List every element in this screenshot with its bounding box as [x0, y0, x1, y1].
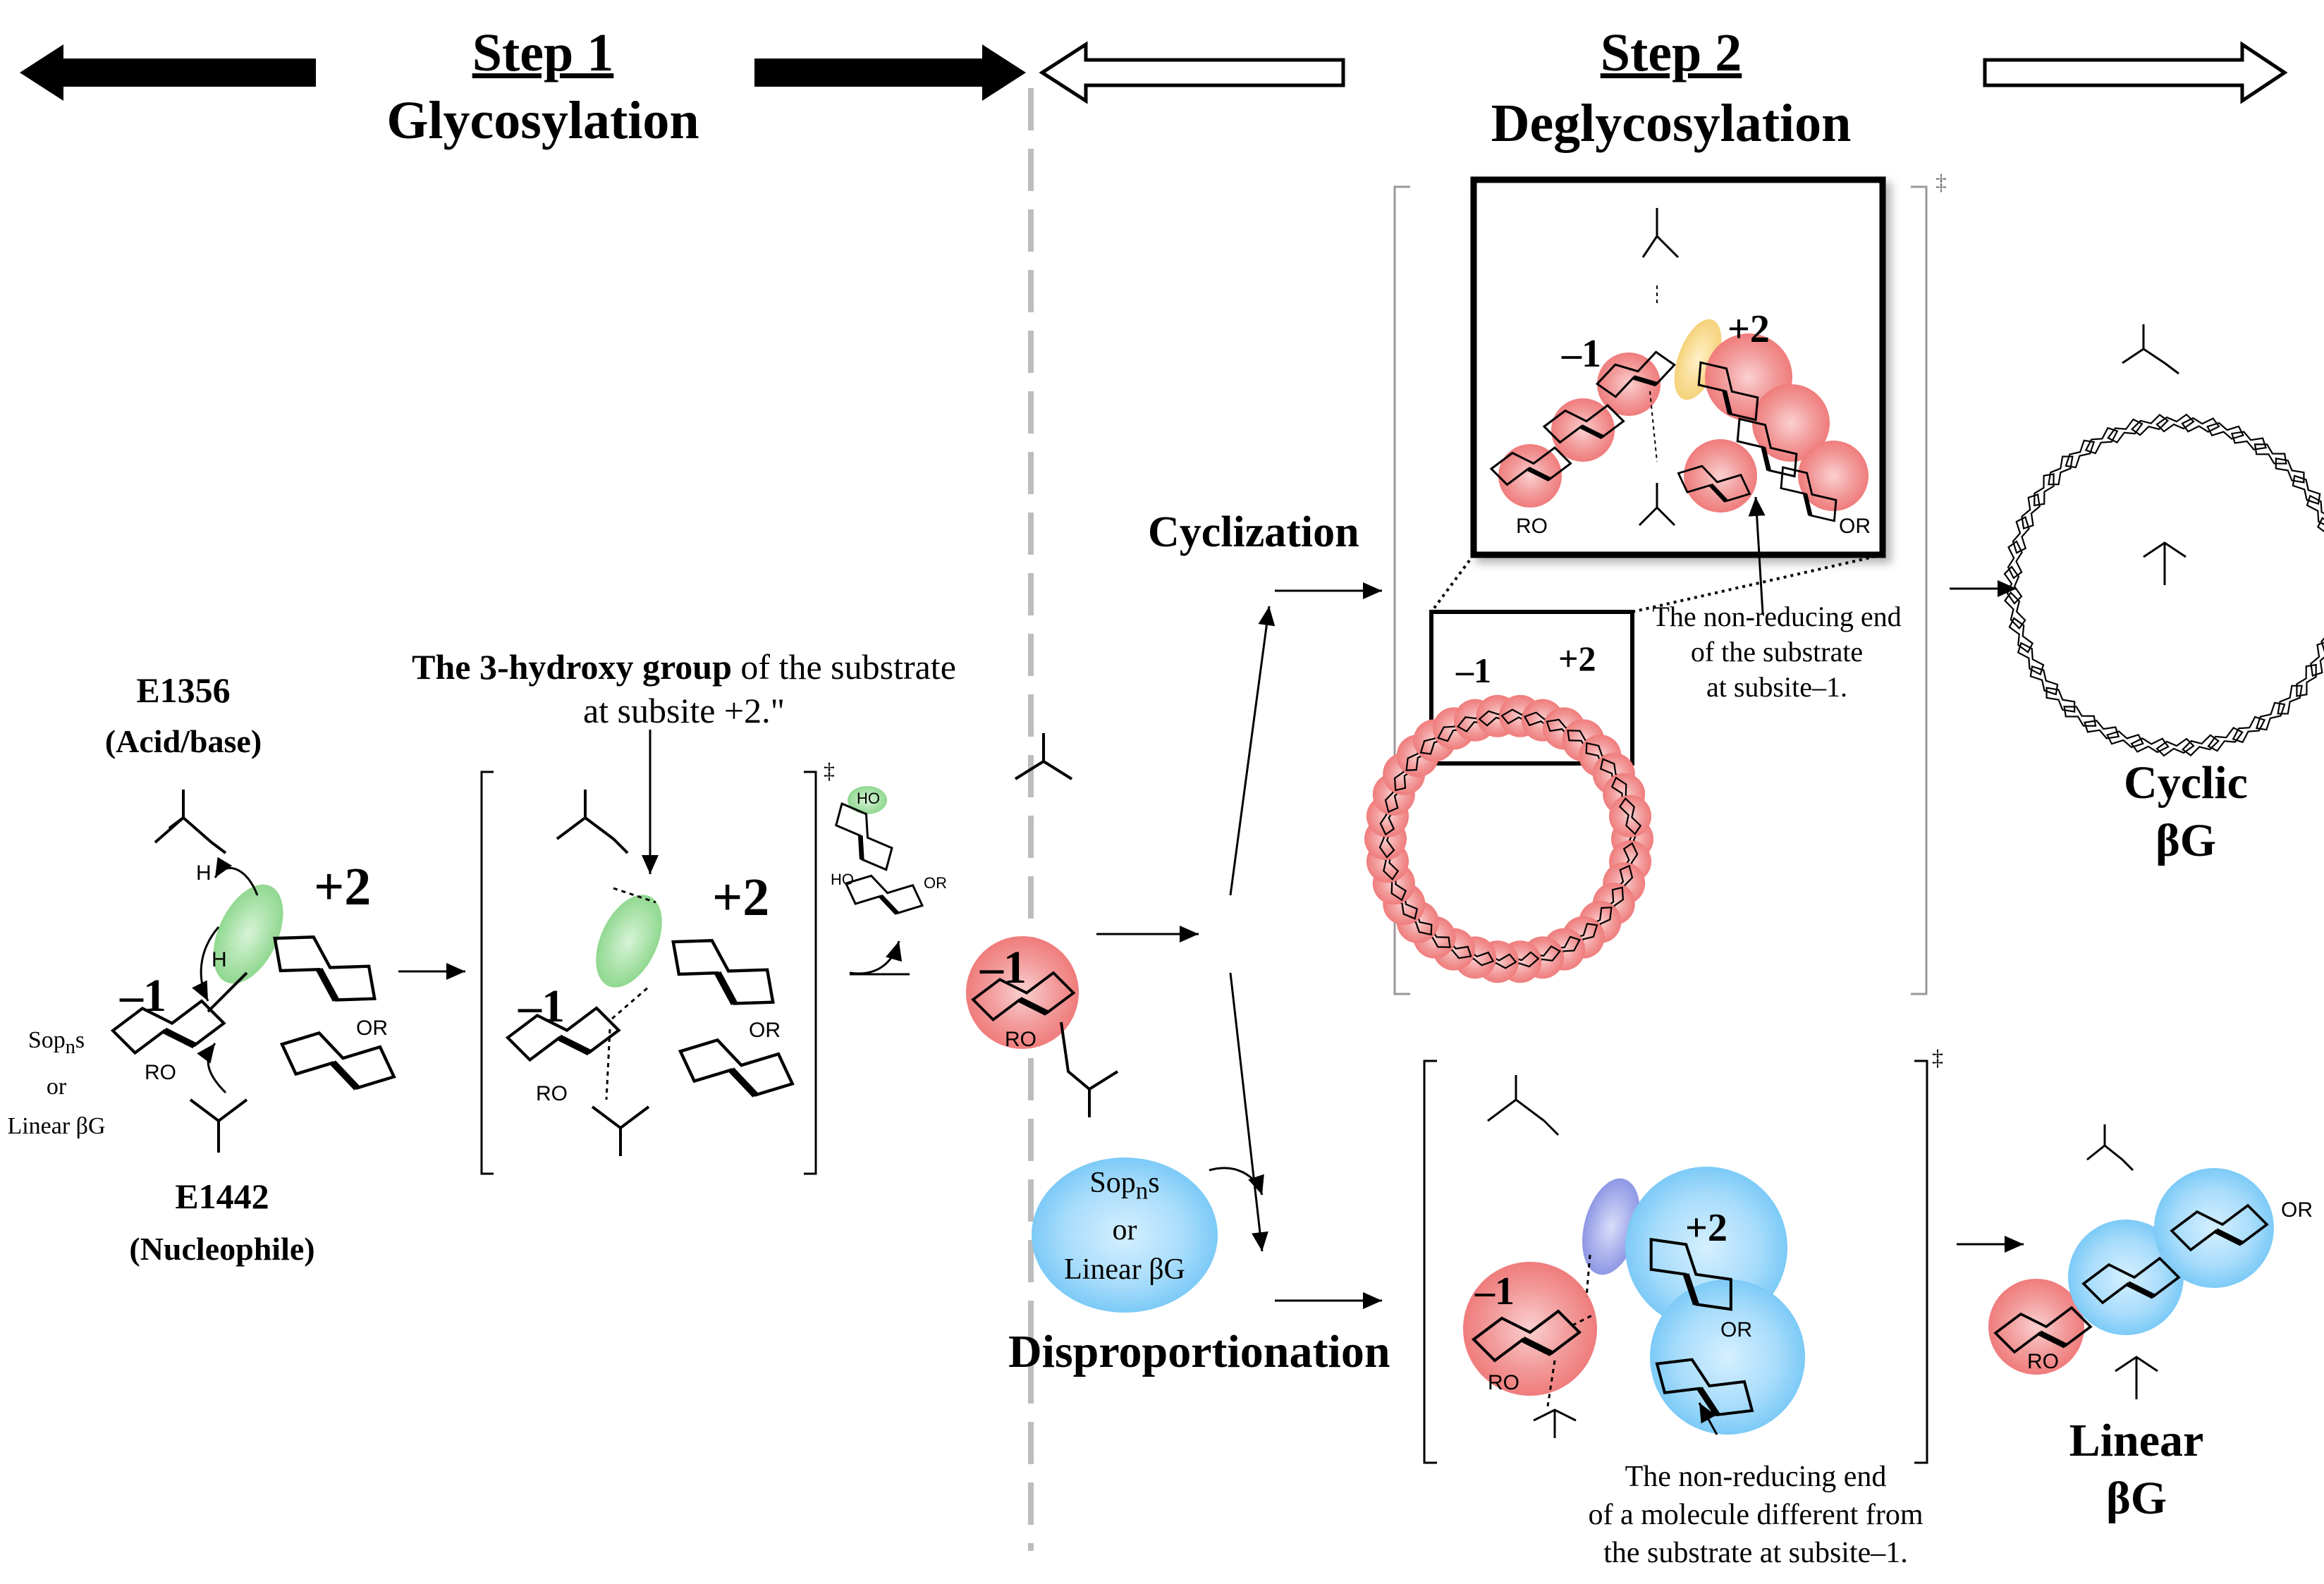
or-label-1: OR — [356, 1017, 388, 1040]
ring-sugar-chair — [2270, 680, 2310, 720]
ring-sugar-chair — [2059, 697, 2100, 735]
arrow-right-open-icon — [1983, 41, 2288, 104]
cyclic-bg-label: Cyclic βG — [2124, 757, 2248, 866]
ring-minus1-label: –1 — [1456, 651, 1491, 690]
ring-sugar-chair — [2315, 514, 2324, 556]
ring-sugar-chair — [2227, 424, 2270, 458]
ring-sugar-bubble — [1609, 794, 1652, 837]
inset-minus1-label: –1 — [1562, 332, 1601, 376]
arrow-left-filled-icon — [20, 44, 316, 101]
linear-bg-label: Linear βG — [2069, 1415, 2204, 1524]
donor-label: Sopns or Linear βG — [7, 1027, 106, 1139]
ro-label-3: RO — [1005, 1028, 1036, 1051]
ho-label-2: HO — [831, 871, 854, 888]
or-label-4: OR — [1839, 515, 1871, 538]
or-label-6: OR — [2281, 1198, 2313, 1222]
disproportionation-label: Disproportionation — [1008, 1326, 1390, 1377]
nucleophile-residue: E1442 — [175, 1177, 269, 1216]
ro-label-5: RO — [1488, 1371, 1519, 1394]
ring-sugar-chair — [2250, 435, 2292, 473]
ring-sugar-chair — [2080, 713, 2123, 747]
ring-plus2-label: +2 — [1558, 639, 1596, 678]
linear-blue-sugar-2 — [2154, 1168, 2274, 1288]
step2-subtitle: Deglycosylation — [1491, 94, 1852, 153]
step1-subtitle: Glycosylation — [386, 91, 699, 150]
subsite-plus2-label: +2 — [314, 857, 372, 916]
ring-sugar-chair — [2250, 697, 2292, 735]
ring-sugar-chair — [2025, 660, 2063, 701]
reactant-complex — [113, 790, 402, 1153]
acid-base-role: (Acid/base) — [104, 723, 262, 759]
cyclization-label: Cyclization — [1148, 508, 1359, 556]
ring-sugar-chair — [2014, 490, 2048, 533]
or-label-2: OR — [749, 1019, 781, 1042]
ring-sugar-chair — [2287, 660, 2324, 701]
note-linear-nonreducing-end: The non-reducing end of a molecule diffe… — [1588, 1461, 1924, 1569]
intermediate-minus1-label: –1 — [980, 942, 1027, 993]
ts1-minus1-label: –1 — [518, 981, 565, 1032]
disproportionation-bracket — [1423, 1060, 1928, 1464]
ring-sugar-chair — [2180, 733, 2221, 758]
ro-label-2: RO — [536, 1082, 568, 1105]
ro-label-1: RO — [145, 1061, 176, 1084]
or-label-5: OR — [1720, 1318, 1752, 1342]
ts1-mark: ‡ — [824, 758, 835, 783]
ring-sugar-chair — [2059, 435, 2100, 473]
minus1-sugar-bubble — [966, 936, 1079, 1049]
note-cyclic-nonreducing-end: The non-reducing end of the substrate at… — [1652, 601, 1902, 703]
acid-base-residue: E1356 — [136, 670, 231, 710]
ring-sugar-chair — [2002, 590, 2027, 631]
hydroxy-note: The 3-hydroxy group of the substrate at … — [412, 647, 956, 730]
step2-title: Step 2 — [1600, 23, 1742, 82]
ring-sugar-chair — [2287, 469, 2324, 510]
step1-title: Step 1 — [472, 23, 614, 82]
cyclic-ts-ring — [1364, 694, 1653, 983]
transition-state-1 — [480, 770, 817, 1175]
disp-minus1-label: –1 — [1475, 1270, 1515, 1313]
nucleophile-role: (Nucleophile) — [129, 1231, 315, 1267]
acceptor-label: Sopns or Linear βG — [1064, 1167, 1185, 1287]
ro-label-4: RO — [1516, 515, 1548, 538]
h-label-2: H — [212, 948, 227, 971]
ro-label-6: RO — [2027, 1350, 2059, 1373]
ring-sugar-chair — [2041, 680, 2081, 720]
disp-plus2-label: +2 — [1685, 1206, 1727, 1250]
arrow-right-filled-icon — [754, 44, 1026, 101]
zoom-region — [1429, 610, 1634, 766]
subsite-minus1-label: –1 — [120, 970, 166, 1021]
h-label-1: H — [196, 861, 212, 885]
acceptor-bubble — [1032, 1158, 1218, 1313]
ring-sugar-chair — [2025, 469, 2063, 510]
linear-blue-sugar-1 — [2068, 1220, 2184, 1335]
or-label-3: OR — [924, 874, 947, 892]
ring-sugar-chair — [2270, 450, 2310, 491]
ring-sugar-chair — [2129, 412, 2170, 437]
inset-plus2-label: +2 — [1727, 307, 1770, 351]
cyclization-bracket — [1393, 185, 1928, 995]
ho-label-1: HO — [857, 790, 880, 807]
ts-cyc-mark: ‡ — [1935, 169, 1947, 195]
ts-disp-mark: ‡ — [1932, 1045, 1943, 1070]
ts1-plus2-label: +2 — [712, 868, 770, 927]
arrow-left-open-icon — [1039, 41, 1345, 104]
ring-sugar-chair — [2041, 450, 2081, 491]
ring-sugar-chair — [2315, 614, 2324, 656]
